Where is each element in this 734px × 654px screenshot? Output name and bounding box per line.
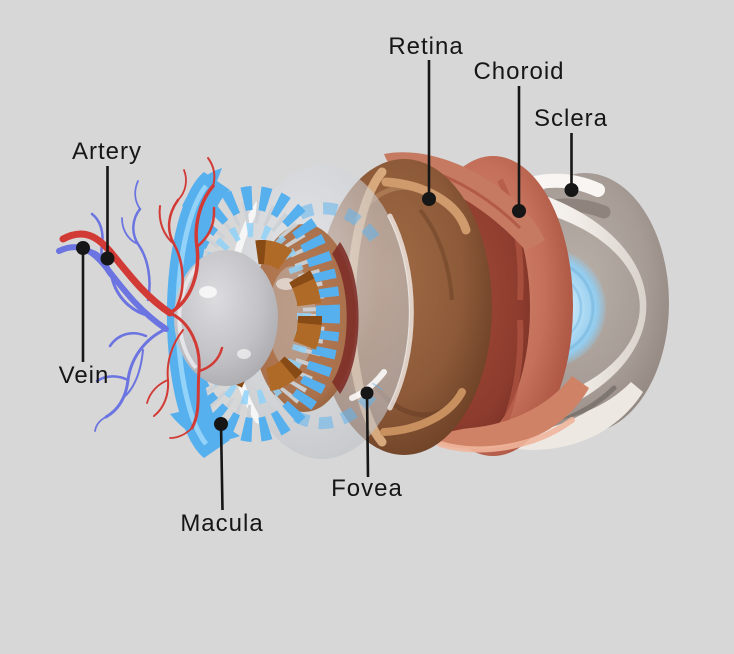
macula-leader-line <box>219 423 224 511</box>
label-fovea: Fovea <box>331 475 403 502</box>
sclera-dot <box>564 183 579 197</box>
label-vein: Vein <box>58 362 110 389</box>
fovea-dot <box>360 386 374 400</box>
vein-graphic <box>56 180 169 432</box>
ciliary-body-graphic <box>166 168 340 458</box>
label-choroid: Choroid <box>473 58 565 85</box>
artery-graphic <box>59 157 224 439</box>
label-retina: Retina <box>388 33 464 60</box>
leader-dots <box>76 183 579 431</box>
label-artery: Artery <box>71 138 143 165</box>
fovea-leader-line <box>365 392 370 478</box>
vein-dot <box>76 241 90 255</box>
label-sclera: Sclera <box>533 105 609 132</box>
label-macula: Macula <box>180 510 264 537</box>
retina-dot <box>422 192 436 206</box>
artery-dot <box>100 251 115 266</box>
macula-dot <box>214 417 228 431</box>
choroid-dot <box>512 204 526 218</box>
leader-lines <box>81 60 573 511</box>
lens-graphic <box>174 250 278 386</box>
